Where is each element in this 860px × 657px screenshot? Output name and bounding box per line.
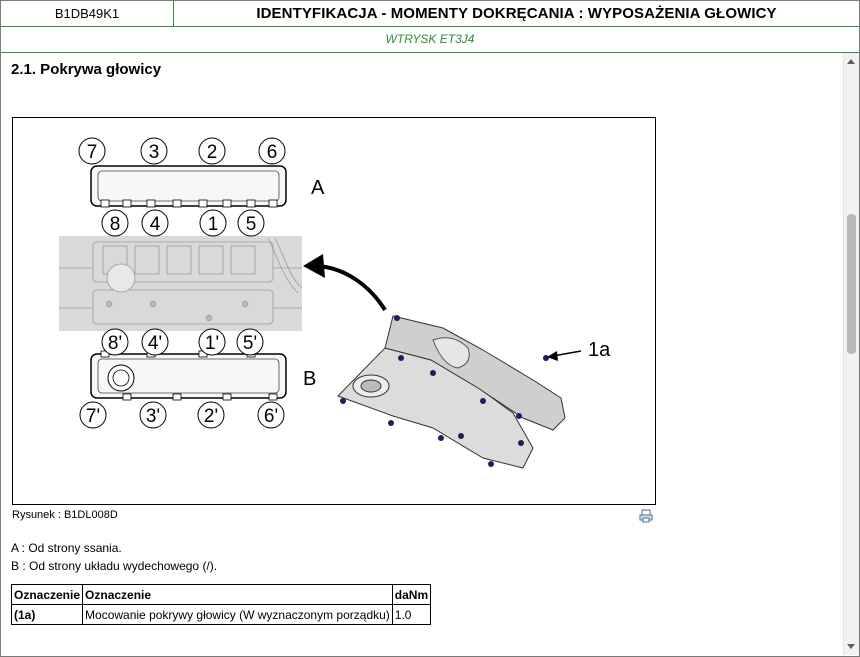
callout-number: 1' [205, 333, 219, 354]
table-header-cell: Oznaczenie [82, 584, 393, 605]
scrollbar-thumb[interactable] [847, 214, 856, 354]
cover-a-drawing [90, 165, 287, 208]
page-subtitle: WTRYSK ET3J4 [1, 27, 859, 53]
header-bar: B1DB49K1 IDENTYFIKACJA - MOMENTY DOKRĘCA… [1, 1, 859, 27]
callout-number: 1 [208, 214, 219, 235]
callout-number: 5' [243, 333, 257, 354]
document-code: B1DB49K1 [1, 1, 174, 26]
callout-upper-row: 8 4 1 5 [101, 209, 265, 237]
callout-number: 2' [204, 406, 218, 427]
cylinder-head-cover-diagram: 7 3 2 6 8 4 1 5 8' 4' 1' 5' [59, 137, 611, 469]
legend-b: B : Od strony układu wydechowego (/). [11, 559, 218, 573]
torque-table: Oznaczenie Oznaczenie daNm (1a) Mocowani… [10, 584, 432, 625]
callout-number: 6 [267, 142, 278, 163]
figure-box: 7 3 2 6 8 4 1 5 8' 4' 1' 5' [12, 117, 656, 505]
cover-3d-drawing [337, 315, 566, 469]
table-row: (1a) Mocowanie pokrywy głowicy (W wyznac… [10, 604, 432, 625]
callout-number: 5 [246, 214, 257, 235]
label-a: A [311, 177, 325, 199]
pointer-1a-icon [543, 350, 582, 361]
table-header-row: Oznaczenie Oznaczenie daNm [10, 584, 432, 605]
page-title: IDENTYFIKACJA - MOMENTY DOKRĘCANIA : WYP… [256, 5, 777, 22]
curved-arrow-icon [303, 254, 387, 312]
callout-number: 4' [148, 333, 162, 354]
table-cell-value: 1.0 [391, 604, 432, 625]
callout-number: 4 [150, 214, 161, 235]
section-title: 2.1. Pokrywa głowicy [11, 61, 162, 78]
arrow-up-icon[interactable] [847, 59, 855, 64]
callout-number: 8 [110, 214, 121, 235]
callout-number: 7 [87, 142, 98, 163]
vertical-scrollbar[interactable] [843, 53, 859, 655]
callout-number: 8' [108, 333, 122, 354]
table-cell-description: Mocowanie pokrywy głowicy (W wyznaczonym… [82, 604, 393, 625]
arrow-down-icon[interactable] [847, 644, 855, 649]
cover-b-drawing [90, 350, 287, 401]
callout-number: 3 [149, 142, 160, 163]
figure-caption: Rysunek : B1DL008D [12, 509, 118, 521]
label-b: B [303, 368, 316, 390]
label-1a: 1a [588, 339, 611, 361]
callout-number: 3' [146, 406, 160, 427]
content-area: 2.1. Pokrywa głowicy [1, 53, 844, 655]
callout-number: 6' [264, 406, 278, 427]
table-header-cell: daNm [391, 584, 432, 605]
callout-number: 7' [86, 406, 100, 427]
table-cell-code: (1a) [10, 604, 84, 625]
engine-block-drawing [59, 236, 303, 331]
callout-bottom-row: 7' 3' 2' 6' [79, 401, 285, 429]
callout-top-row: 7 3 2 6 [78, 137, 286, 165]
callout-number: 2 [207, 142, 218, 163]
legend-a: A : Od strony ssania. [11, 541, 122, 555]
table-header-cell: Oznaczenie [10, 584, 84, 605]
print-icon[interactable] [639, 509, 653, 523]
callout-lower-row: 8' 4' 1' 5' [101, 328, 264, 356]
